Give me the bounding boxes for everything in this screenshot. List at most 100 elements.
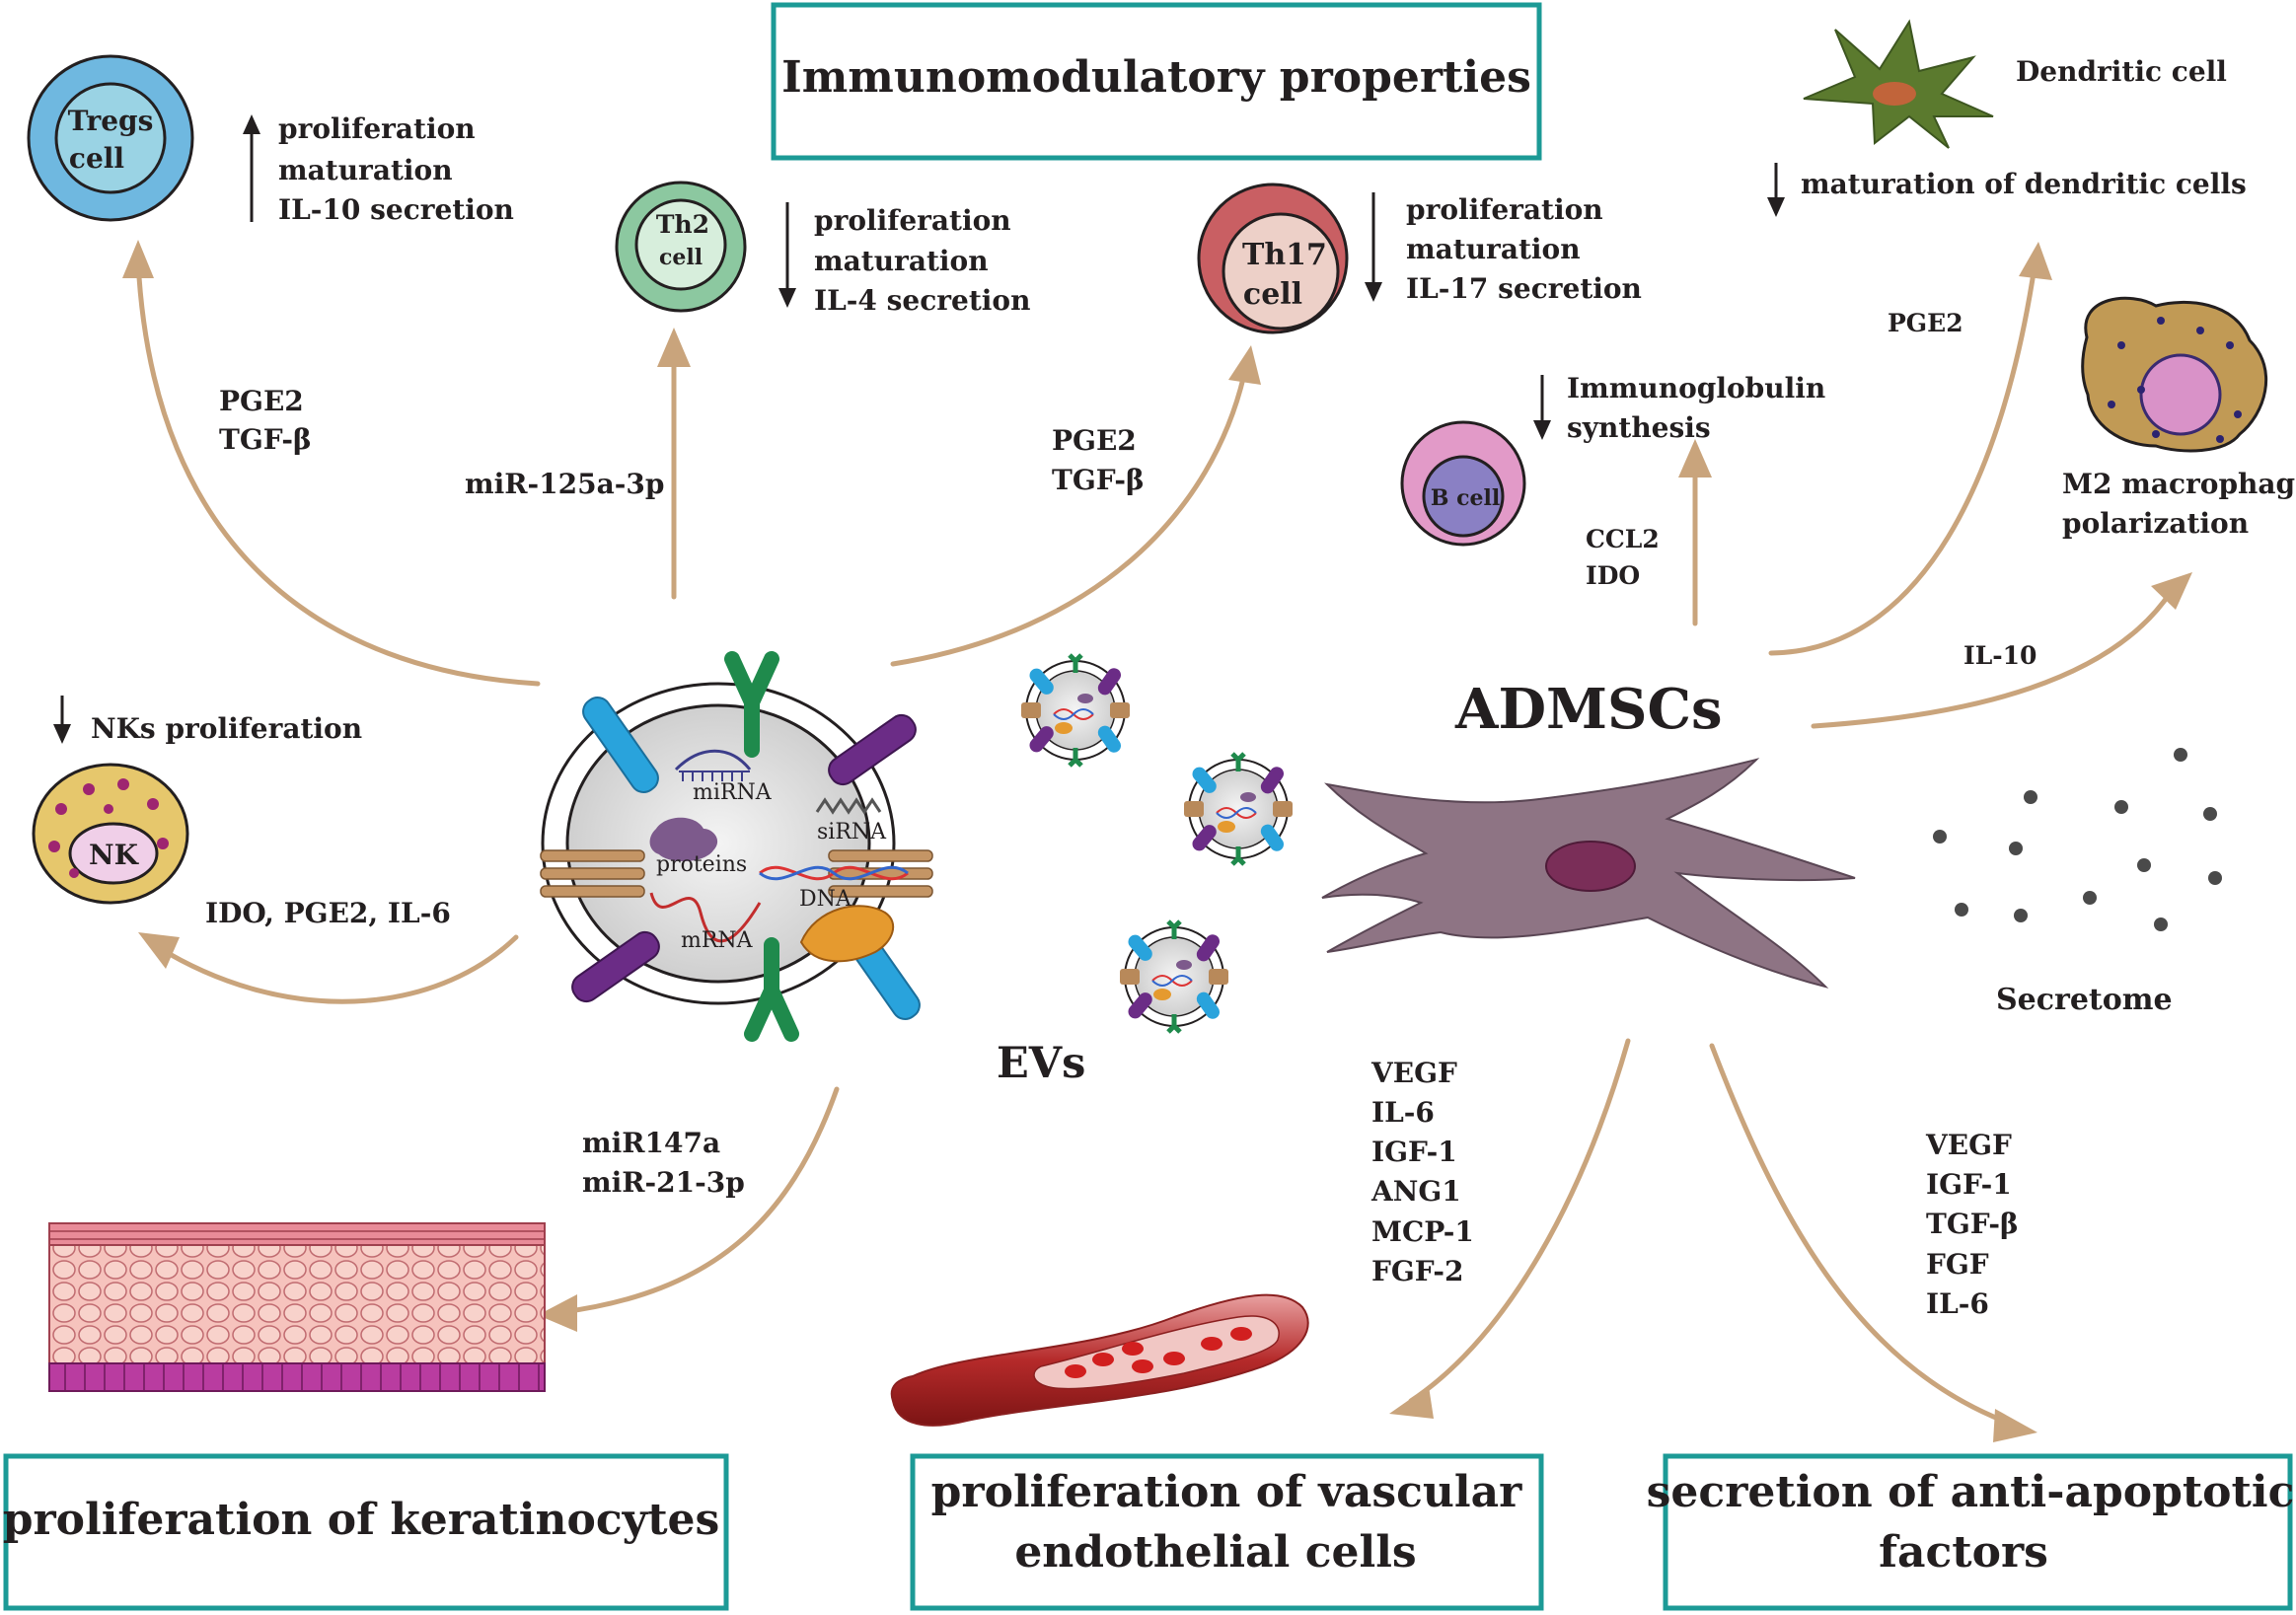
arrow-to-tregs (135, 258, 541, 687)
mitochondrion-icon (799, 905, 895, 963)
th17-cell: Th17 cell (1197, 183, 1349, 334)
arrow-to-antiapoptotic (1709, 1043, 2006, 1424)
dendritic-mediator-1: PGE2 (1888, 309, 1963, 337)
keratinocyte-mediator-2: miR-21-3p (582, 1166, 745, 1199)
tregs-effect-1: proliferation (278, 112, 476, 145)
ev-structure: miRNA siRNA proteins DNA mRNA (540, 651, 933, 1042)
bcell-mediators: CCL2 IDO (1586, 525, 1660, 590)
macrophage-effects: M2 macrophage polarization (2062, 468, 2296, 540)
macrophage-mediator-1: IL-10 (1963, 641, 2037, 670)
tregs-label-line1: Tregs (68, 105, 154, 137)
nk-mediator-1: IDO, PGE2, IL-6 (205, 897, 451, 929)
mrna-icon (649, 892, 762, 943)
vascular-mediators: VEGF IL-6 IGF-1 ANG1 MCP-1 FGF-2 (1370, 1057, 1474, 1287)
keratinocyte-mediator-1: miR147a (582, 1127, 720, 1159)
skin-top-layer (48, 1222, 546, 1246)
antiapoptotic-mediator-3: TGF-β (1926, 1208, 2019, 1240)
th2-effects: proliferation maturation IL-4 secretion (778, 202, 1030, 317)
th2-label-line1: Th2 (656, 210, 709, 239)
mrna-label: mRNA (681, 928, 754, 953)
proteins-icon (649, 817, 718, 862)
b-cell: B cell (1400, 420, 1526, 547)
antiapoptotic-box-line2: factors (1879, 1527, 2048, 1578)
admsc-cell (1321, 758, 1856, 989)
keratinocytes-box: proliferation of keratinocytes (3, 1453, 729, 1611)
th17-effect-1: proliferation (1406, 193, 1603, 226)
antiapoptotic-mediators: VEGF IGF-1 TGF-β FGF IL-6 (1925, 1129, 2019, 1320)
th17-mediator-2: TGF-β (1052, 464, 1145, 496)
th17-label-line1: Th17 (1242, 238, 1327, 272)
bcell-label: B cell (1431, 485, 1500, 511)
keratinocytes-box-label: proliferation of keratinocytes (3, 1495, 720, 1545)
vascular-box: proliferation of vascular endothelial ce… (910, 1453, 1544, 1611)
tregs-effects: proliferation maturation IL-10 secretion (243, 112, 514, 226)
arrow-to-th17 (890, 367, 1248, 667)
antiapoptotic-box-line1: secretion of anti-apoptotic (1647, 1467, 2295, 1517)
nk-label: NK (89, 839, 140, 871)
vascular-mediator-6: FGF-2 (1371, 1255, 1464, 1287)
bcell-effects: Immunoglobulin synthesis (1533, 372, 1825, 444)
vascular-box-line1: proliferation of vascular (931, 1467, 1522, 1517)
tregs-mediator-2: TGF-β (219, 423, 312, 456)
antiapoptotic-box: secretion of anti-apoptotic factors (1647, 1453, 2295, 1611)
ev-ligand-top (724, 651, 779, 758)
ev-arrows (122, 240, 1261, 1332)
arrow-to-dendritic (1768, 263, 2037, 656)
vascular-mediator-5: MCP-1 (1371, 1215, 1474, 1248)
arrow-to-nk (155, 934, 519, 1004)
dendritic-cell: Dendritic cell (1803, 19, 2227, 149)
th2-label-line2: cell (659, 245, 703, 270)
tregs-mediators: PGE2 TGF-β (219, 385, 312, 456)
vessel-lumen (1033, 1315, 1280, 1390)
arrow-to-keratinocytes (559, 1086, 840, 1315)
dendritic-effect: maturation of dendritic cells (1801, 168, 2247, 200)
arrow-to-macrophage (1811, 589, 2174, 729)
bcell-mediator-1: CCL2 (1586, 525, 1660, 553)
nk-effect: NKs proliferation (91, 712, 362, 745)
ev-receptor-blue (582, 697, 659, 793)
ev-receptor-purple (828, 713, 917, 786)
skin-cells-layer (48, 1244, 546, 1364)
antiapoptotic-mediator-1: VEGF (1925, 1129, 2012, 1161)
vascular-mediator-2: IL-6 (1371, 1096, 1435, 1129)
tregs-effect-2: maturation (278, 154, 453, 186)
proteins-label: proteins (656, 852, 747, 877)
tregs-label-line2: cell (69, 142, 124, 175)
th2-effect-1: proliferation (814, 204, 1011, 237)
skin-basal-layer (48, 1362, 546, 1392)
vascular-mediator-3: IGF-1 (1371, 1136, 1457, 1168)
macrophage-effect-1: M2 macrophage (2062, 468, 2296, 500)
tregs-cell: Tregs cell (27, 54, 194, 222)
mirna-icon (674, 749, 752, 771)
sirna-icon (815, 797, 882, 815)
secretome-label: Secretome (1996, 983, 2173, 1017)
admscs-label: ADMSCs (1454, 677, 1723, 742)
mini-ev (1184, 754, 1293, 864)
th17-effect-3: IL-17 secretion (1406, 272, 1642, 305)
mini-ev (1120, 921, 1228, 1032)
keratinocyte-tissue (48, 1222, 546, 1392)
evs-label: EVs (997, 1039, 1085, 1088)
nk-cell: NK (32, 763, 189, 905)
th2-effect-2: maturation (814, 245, 989, 277)
tregs-mediator-1: PGE2 (219, 385, 304, 417)
macrophage-effect-2: polarization (2062, 507, 2249, 540)
bcell-mediator-2: IDO (1586, 561, 1640, 590)
title-label: Immunomodulatory properties (781, 52, 1531, 103)
th17-effects: proliferation maturation IL-17 secretion (1365, 192, 1642, 305)
mini-ev (1021, 655, 1130, 766)
title-box: Immunomodulatory properties (771, 2, 1542, 161)
blood-vessel (890, 1293, 1309, 1427)
th17-mediator-1: PGE2 (1052, 424, 1137, 457)
th17-effect-2: maturation (1406, 233, 1581, 265)
antiapoptotic-mediator-2: IGF-1 (1926, 1168, 2012, 1201)
macrophage-cell (2081, 296, 2268, 453)
dendritic-label: Dendritic cell (2016, 55, 2227, 88)
tregs-effect-3: IL-10 secretion (278, 193, 514, 226)
th2-mediator-1: miR-125a-3p (465, 468, 664, 500)
admsc-arrows (1389, 242, 2192, 1442)
bcell-effect-2: synthesis (1567, 411, 1711, 444)
antiapoptotic-mediator-4: FGF (1926, 1248, 1989, 1281)
th17-mediators: PGE2 TGF-β (1052, 424, 1145, 496)
